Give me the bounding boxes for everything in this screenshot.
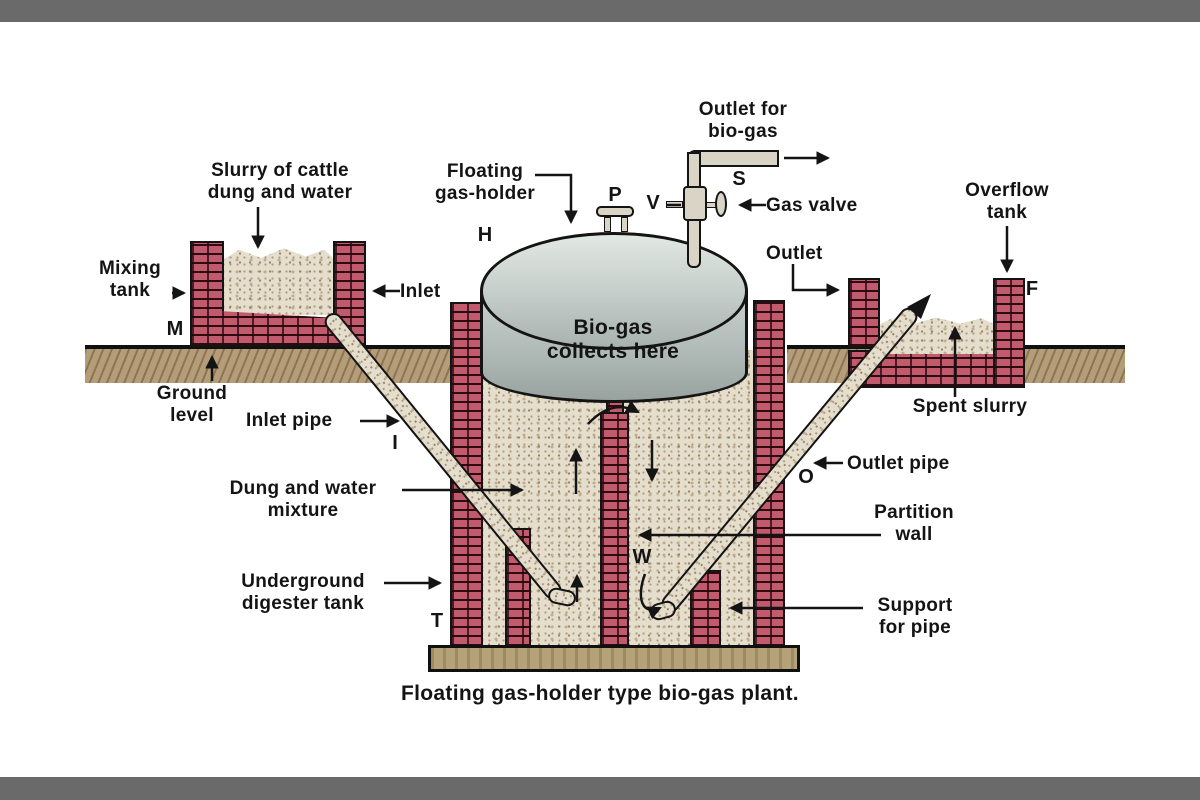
- outlet-gas-line1: Outlet for: [698, 99, 788, 120]
- partition-wall: [600, 412, 629, 648]
- letter-w: W: [632, 546, 652, 568]
- letter-f: F: [1025, 278, 1039, 300]
- valve-left-stem: [666, 201, 683, 208]
- underground-line1: Underground: [241, 571, 365, 592]
- dung-line1: Dung and water: [229, 478, 377, 499]
- label-ground-level: Ground level: [140, 383, 244, 426]
- floating-line1: Floating: [446, 161, 524, 182]
- letter-m: M: [166, 318, 184, 340]
- letter-s: S: [732, 168, 746, 190]
- holder-knob-cap: [596, 206, 634, 217]
- gas-holder-dome: [480, 232, 748, 350]
- ground-line2: level: [170, 404, 214, 426]
- bottom-frame-bar: [0, 777, 1200, 800]
- dung-line2: mixture: [267, 499, 339, 521]
- biogas-collects-line1: Bio-gas: [573, 316, 653, 339]
- label-inlet: Inlet: [400, 281, 441, 302]
- label-mixing-tank: Mixing tank: [88, 258, 172, 301]
- gas-valve-body: [683, 186, 707, 221]
- label-gas-valve: Gas valve: [766, 195, 858, 216]
- gas-valve-wheel: [715, 191, 727, 217]
- letter-v: V: [646, 192, 660, 214]
- underground-line2: digester tank: [241, 592, 365, 614]
- slurry-line2: dung and water: [207, 181, 353, 203]
- letter-o: O: [798, 466, 814, 488]
- label-dung-water-mixture: Dung and water mixture: [203, 478, 403, 521]
- label-support-for-pipe: Support for pipe: [860, 595, 970, 638]
- label-inlet-pipe: Inlet pipe: [246, 410, 333, 431]
- support-line2: for pipe: [878, 616, 952, 638]
- letter-h: H: [477, 224, 493, 246]
- ground-line1: Ground: [156, 383, 228, 404]
- letter-i: I: [392, 432, 398, 454]
- label-overflow-tank: Overflow tank: [950, 180, 1064, 223]
- outlet-gas-line2: bio-gas: [708, 120, 778, 142]
- letter-t: T: [430, 610, 444, 632]
- mixing-tank-slurry: [224, 248, 333, 315]
- mixing-line1: Mixing: [99, 258, 161, 279]
- label-partition-wall: Partition wall: [858, 502, 970, 545]
- overflow-line2: tank: [986, 201, 1028, 223]
- overflow-line1: Overflow: [965, 180, 1049, 201]
- holder-knob-leg-right: [621, 217, 628, 232]
- mixing-line2: tank: [109, 279, 151, 301]
- label-spent-slurry: Spent slurry: [912, 396, 1028, 417]
- label-outlet-pipe: Outlet pipe: [847, 453, 950, 474]
- outlet-wall: [848, 278, 880, 348]
- gas-holder-caption: Bio-gas collects here: [513, 316, 713, 364]
- label-outlet-for-biogas: Outlet for bio-gas: [677, 99, 809, 142]
- partition-line2: wall: [895, 523, 933, 545]
- diagram-caption: Floating gas-holder type bio-gas plant.: [401, 682, 799, 705]
- label-outlet: Outlet: [766, 243, 823, 264]
- overflow-tank-wall: [993, 278, 1025, 388]
- label-underground-digester: Underground digester tank: [220, 571, 386, 614]
- holder-knob-leg-left: [604, 217, 611, 232]
- ground-strip-left: [85, 345, 450, 383]
- label-floating-gas-holder: Floating gas-holder: [418, 161, 552, 204]
- letter-p: P: [608, 184, 622, 206]
- slurry-line1: Slurry of cattle: [211, 160, 349, 181]
- support-line1: Support: [877, 595, 953, 616]
- floating-line2: gas-holder: [434, 182, 536, 204]
- partition-line1: Partition: [874, 502, 954, 523]
- top-frame-bar: [0, 0, 1200, 22]
- biogas-collects-line2: collects here: [546, 340, 680, 363]
- foundation-slab: [428, 645, 800, 672]
- label-slurry-of-cattle: Slurry of cattle dung and water: [180, 160, 380, 203]
- mixing-tank-sloped-base: [190, 309, 352, 347]
